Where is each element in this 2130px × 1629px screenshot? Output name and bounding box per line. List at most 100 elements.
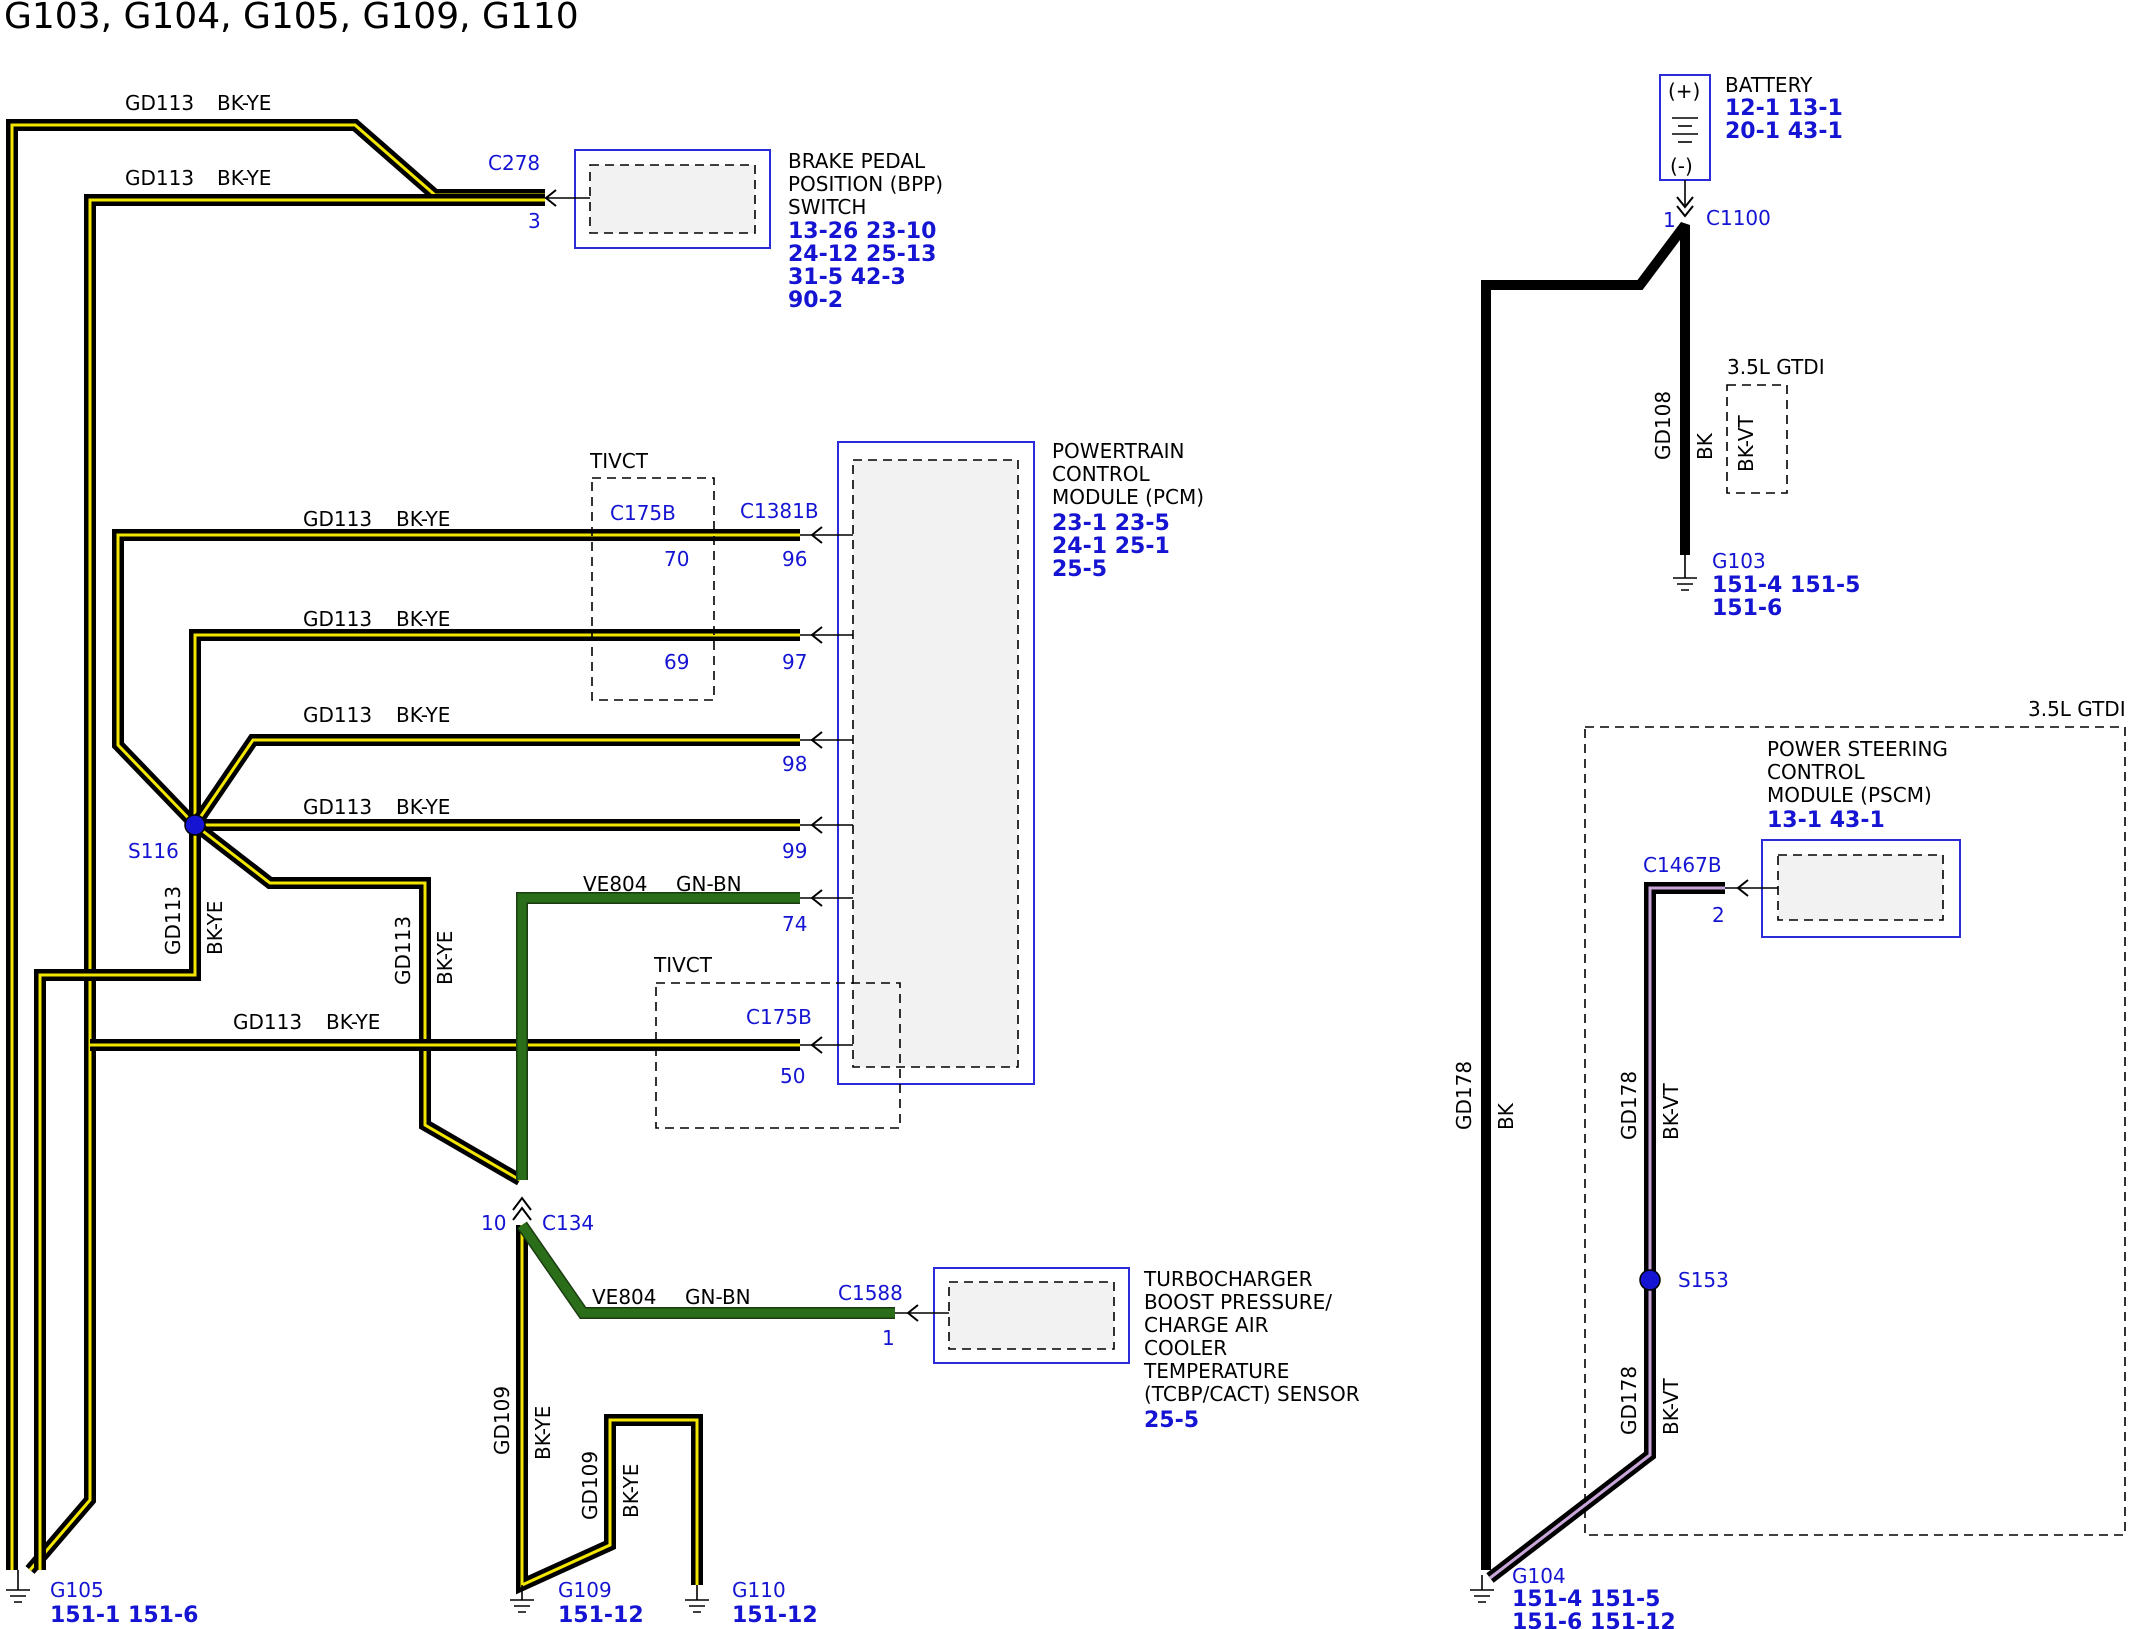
wire-label-ve804-b: VE804 xyxy=(592,1285,657,1309)
battery-ref-1: 12-1 13-1 xyxy=(1725,96,1843,121)
wire-label-gd178-c: GD178 xyxy=(1617,1366,1641,1435)
wire-label-bkye-d: BK-YE xyxy=(396,607,450,631)
pcm-module: C1381B 96 97 98 99 74 POWERTRAIN CONTROL… xyxy=(740,439,1204,1085)
tcbp-connector: C1588 xyxy=(838,1281,903,1305)
wire-label-gd113-e: GD113 xyxy=(303,703,372,727)
wire-label-bk-b: BK xyxy=(1494,1102,1518,1130)
battery: (+) (-) BATTERY 12-1 13-1 20-1 43-1 1 C1… xyxy=(1659,73,1843,232)
bpp-ref-1: 13-26 23-10 xyxy=(788,219,936,244)
wire-label-gd109-a: GD109 xyxy=(490,1386,514,1455)
tcbp-name-5: TEMPERATURE xyxy=(1143,1359,1289,1383)
g104-label: G104 xyxy=(1512,1564,1566,1588)
ground-g109: G109 151-12 xyxy=(510,1578,644,1628)
g103-label: G103 xyxy=(1712,549,1766,573)
pcm-pin-74: 74 xyxy=(782,912,807,936)
wire-label-gd113-a: GD113 xyxy=(125,91,194,115)
pscm-pin: 2 xyxy=(1712,903,1725,927)
wire-label-gd113-b: GD113 xyxy=(125,166,194,190)
wire-label-bkye-v2: BK-YE xyxy=(433,931,457,985)
wire-label-bkvt-c: BK-VT xyxy=(1659,1378,1683,1435)
wire-label-bkye-h: BK-YE xyxy=(531,1406,555,1460)
wire-label-gd113-v2: GD113 xyxy=(391,916,415,985)
c134-pin: 10 xyxy=(481,1211,506,1235)
c134-label: C134 xyxy=(542,1211,594,1235)
g110-refs: 151-12 xyxy=(732,1603,818,1628)
wire-label-bkye-b: BK-YE xyxy=(217,166,271,190)
wire-label-gd113-v1: GD113 xyxy=(161,886,185,955)
battery-ref-2: 20-1 43-1 xyxy=(1725,119,1843,144)
gd108-section: GD108 BK BK-VT 3.5L GTDI xyxy=(1651,355,1825,494)
wire-label-bkye-c: BK-YE xyxy=(396,507,450,531)
tivct-1-pin-70: 70 xyxy=(664,547,689,571)
g105-refs: 151-1 151-6 xyxy=(50,1603,198,1628)
wire-label-ve804-a: VE804 xyxy=(583,872,648,896)
pcm-ref-3: 25-5 xyxy=(1052,557,1107,582)
battery-minus: (-) xyxy=(1670,154,1693,178)
bpp-switch: C278 3 BRAKE PEDAL POSITION (BPP) SWITCH… xyxy=(488,149,943,313)
wire-label-bkvt-opt: BK-VT xyxy=(1734,415,1758,472)
pcm-pin-98: 98 xyxy=(782,752,807,776)
wire-label-gd178-a: GD178 xyxy=(1452,1061,1476,1130)
g109-label: G109 xyxy=(558,1578,612,1602)
pcm-ref-2: 24-1 25-1 xyxy=(1052,534,1170,559)
wire-label-bkye-i: BK-YE xyxy=(619,1464,643,1518)
pscm-name-2: CONTROL xyxy=(1767,760,1866,784)
tivct-2-pin-50: 50 xyxy=(780,1064,805,1088)
g104-refs-2: 151-6 151-12 xyxy=(1512,1610,1676,1629)
wire-label-gd109-b: GD109 xyxy=(578,1451,602,1520)
tcbp-name-3: CHARGE AIR xyxy=(1144,1313,1269,1337)
pcm-name-3: MODULE (PCM) xyxy=(1052,485,1204,509)
wire-label-gnbn-b: GN-BN xyxy=(685,1285,751,1309)
ground-g110: G110 151-12 xyxy=(685,1578,818,1628)
pcm-connector: C1381B xyxy=(740,499,819,523)
pscm-name-3: MODULE (PSCM) xyxy=(1767,783,1932,807)
wire-label-gd113-c: GD113 xyxy=(303,507,372,531)
gtdi-option-small: 3.5L GTDI xyxy=(1727,355,1825,379)
tivct-1-connector: C175B xyxy=(610,501,676,525)
ground-g105: G105 151-1 151-6 xyxy=(6,1570,198,1628)
wire-label-bkye-e: BK-YE xyxy=(396,703,450,727)
pscm-name-1: POWER STEERING xyxy=(1767,737,1948,761)
tivct-1-pin-69: 69 xyxy=(664,650,689,674)
tivct-option-2: TIVCT C175B 50 xyxy=(653,953,901,1129)
tcbp-name-1: TURBOCHARGER xyxy=(1143,1267,1313,1291)
tcbp-name-2: BOOST PRESSURE/ xyxy=(1144,1290,1332,1314)
pcm-name-2: CONTROL xyxy=(1052,462,1151,486)
g109-refs: 151-12 xyxy=(558,1603,644,1628)
wire-label-bkye-v1: BK-YE xyxy=(203,901,227,955)
tivct-2-label: TIVCT xyxy=(653,953,713,977)
tivct-2-connector: C175B xyxy=(746,1005,812,1029)
ground-g103: G103 151-4 151-5 151-6 xyxy=(1673,549,1860,621)
battery-connector: C1100 xyxy=(1706,206,1771,230)
tcbp-sensor: C1588 1 TURBOCHARGER BOOST PRESSURE/ CHA… xyxy=(838,1267,1360,1433)
ve804-wires xyxy=(516,892,895,1319)
pscm-ref-1: 13-1 43-1 xyxy=(1767,808,1885,833)
wire-label-gnbn-a: GN-BN xyxy=(676,872,742,896)
splice-s153-label: S153 xyxy=(1678,1268,1729,1292)
ground-g104: G104 151-4 151-5 151-6 151-12 xyxy=(1470,1564,1676,1629)
pcm-pin-97: 97 xyxy=(782,650,807,674)
pcm-name-1: POWERTRAIN xyxy=(1052,439,1185,463)
wire-label-gd113-g: GD113 xyxy=(233,1010,302,1034)
gd113-wires xyxy=(6,119,800,1595)
bpp-name-2: POSITION (BPP) xyxy=(788,172,943,196)
g105-label: G105 xyxy=(50,1578,104,1602)
wire-label-gd108: GD108 xyxy=(1651,391,1675,460)
wire-label-bkye-f: BK-YE xyxy=(396,795,450,819)
pscm-connector: C1467B xyxy=(1643,853,1722,877)
bk-wires xyxy=(1481,222,1690,1570)
wire-label-bkvt-b: BK-VT xyxy=(1659,1083,1683,1140)
g103-refs-1: 151-4 151-5 xyxy=(1712,573,1860,598)
pcm-pin-96: 96 xyxy=(782,547,807,571)
bpp-name-1: BRAKE PEDAL xyxy=(788,149,926,173)
wire-labels-left: GD113 BK-YE GD113 BK-YE GD113 BK-YE GD11… xyxy=(125,91,751,1520)
tcbp-name-6: (TCBP/CACT) SENSOR xyxy=(1144,1382,1360,1406)
page-title: G103, G104, G105, G109, G110 xyxy=(4,0,579,37)
bpp-name-3: SWITCH xyxy=(788,195,866,219)
bpp-ref-4: 90-2 xyxy=(788,288,843,313)
wire-label-gd113-d: GD113 xyxy=(303,607,372,631)
battery-pin: 1 xyxy=(1663,208,1676,232)
tcbp-ref-1: 25-5 xyxy=(1144,1408,1199,1433)
bpp-ref-2: 24-12 25-13 xyxy=(788,242,936,267)
g104-refs-1: 151-4 151-5 xyxy=(1512,1587,1660,1612)
